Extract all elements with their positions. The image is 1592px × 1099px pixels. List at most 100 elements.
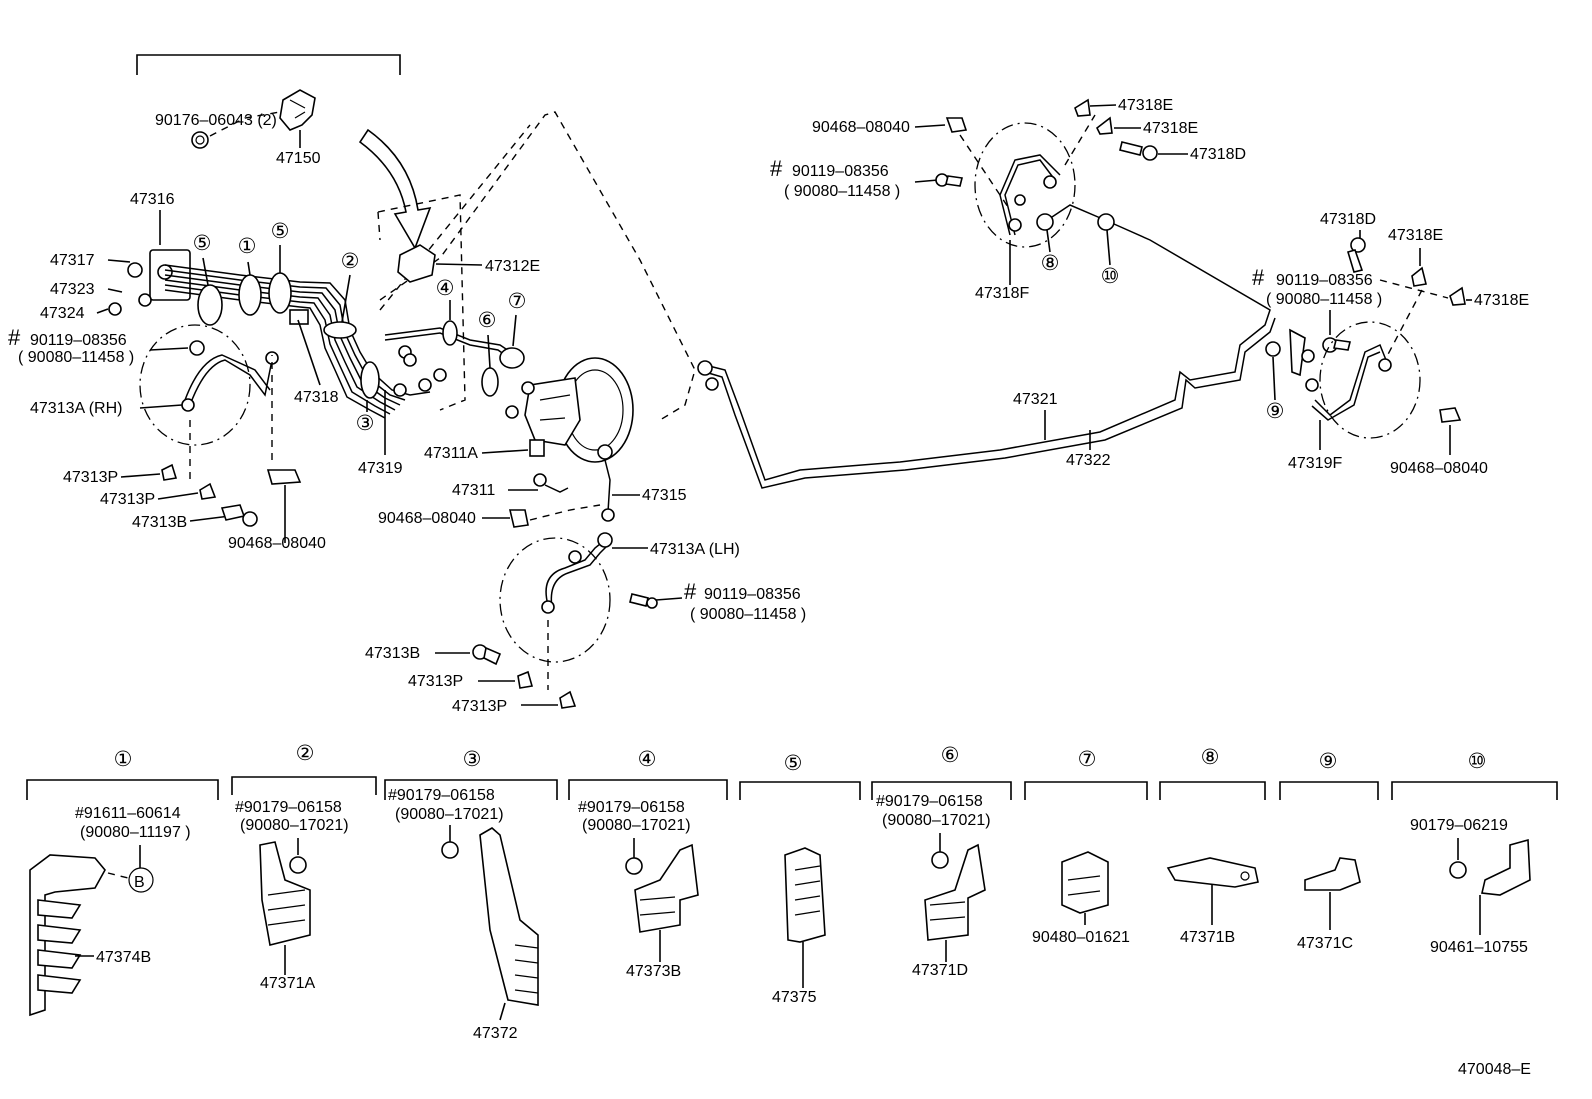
- label-47313P-1: 47313P: [63, 469, 118, 486]
- label-90468-mid: 90468–08040: [378, 510, 476, 527]
- label-47319: 47319: [358, 460, 403, 477]
- combination-valve: [397, 244, 436, 283]
- clamp-catalog: ① #91611–60614 (90080–11197 ) B 47374B ②…: [26, 742, 1558, 1042]
- label-47318E-2: 47318E: [1143, 120, 1198, 137]
- callout-6: ⑥: [478, 309, 497, 332]
- label-47313P-2: 47313P: [100, 491, 155, 508]
- label-47318E-1: 47318E: [1118, 97, 1173, 114]
- label-47316: 47316: [130, 191, 175, 208]
- clamp-4-fastener: #90179–06158: [578, 799, 685, 816]
- clamp-2-alt: (90080–17021): [240, 817, 349, 834]
- label-47313P-4: 47313P: [452, 698, 507, 715]
- label-47313P-3: 47313P: [408, 673, 463, 690]
- callout-7: ⑦: [508, 290, 527, 313]
- label-90080-rh: ( 90080–11458 ): [18, 349, 134, 366]
- clamp-2-part: 47371A: [260, 975, 315, 992]
- clamp-6-part: 47371D: [912, 962, 968, 979]
- hash-mark-rh: #: [8, 325, 21, 350]
- label-47323: 47323: [50, 281, 95, 298]
- direction-arrow: [358, 128, 432, 250]
- clamp-1-alt: (90080–11197 ): [80, 824, 191, 841]
- clamp-2-fastener: #90179–06158: [235, 799, 342, 816]
- clamp-3-part: 47372: [473, 1025, 518, 1042]
- label-90119-tr: 90119–08356: [792, 163, 889, 180]
- label-90080-lh: ( 90080–11458 ): [690, 606, 806, 623]
- clamp-1-ref: B: [134, 874, 145, 891]
- label-90119-lh: 90119–08356: [704, 586, 801, 603]
- label-47319F: 47319F: [1288, 455, 1342, 472]
- clamp-1-fastener: #91611–60614: [75, 805, 181, 822]
- clamp-3-number: ③: [463, 748, 482, 771]
- clamp-5-part: 47375: [772, 989, 817, 1006]
- label-90468-right: 90468–08040: [1390, 460, 1488, 477]
- label-90119-r: 90119–08356: [1276, 272, 1373, 289]
- clamp-8-number: ⑧: [1201, 746, 1220, 769]
- front-lh-brake-group: 47313A (LH) # 90119–08356 ( 90080–11458 …: [365, 532, 806, 715]
- callout-1: ①: [238, 235, 257, 258]
- label-47313A-lh: 47313A (LH): [650, 541, 740, 558]
- label-47324: 47324: [40, 305, 85, 322]
- label-47313B-1: 47313B: [132, 514, 187, 531]
- label-90080-tr: ( 90080–11458 ): [784, 183, 900, 200]
- clamp-5-number: ⑤: [784, 752, 803, 775]
- callout-5a: ⑤: [193, 232, 212, 255]
- label-47318D-1: 47318D: [1190, 146, 1246, 163]
- diagram-id: 470048–E: [1458, 1061, 1531, 1078]
- label-90080-r: ( 90080–11458 ): [1266, 291, 1382, 308]
- clamp-1-number: ①: [114, 748, 133, 771]
- label-47150: 47150: [276, 150, 321, 167]
- label-90468-topright: 90468–08040: [812, 119, 910, 136]
- label-47318F: 47318F: [975, 285, 1029, 302]
- clamp-8-part: 47371B: [1180, 929, 1235, 946]
- clamp-10-fastener: 90179–06219: [1410, 817, 1508, 834]
- label-90176-06043: 90176–06043 (2): [155, 112, 277, 129]
- callout-2: ②: [341, 250, 360, 273]
- rear-right-brake-group: 47318D 47318E # 90119–08356 ( 90080–1145…: [1252, 211, 1529, 477]
- label-90468-left: 90468–08040: [228, 535, 326, 552]
- valve-dashed-outline: [377, 194, 466, 411]
- label-47318: 47318: [294, 389, 339, 406]
- label-47311: 47311: [452, 482, 495, 499]
- hash-mark-lh: #: [684, 579, 697, 604]
- clamp-6-alt: (90080–17021): [882, 812, 991, 829]
- clamp-1-part: 47374B: [96, 949, 151, 966]
- callout-5b: ⑤: [271, 220, 290, 243]
- bracket-group-47150: 90176–06043 (2) 47150: [136, 54, 401, 167]
- label-90119-rh: 90119–08356: [30, 332, 127, 349]
- label-47311A: 47311A: [424, 445, 478, 462]
- rear-brake-line: 47321 47322: [697, 204, 1281, 489]
- clamp-9-part: 47371C: [1297, 935, 1353, 952]
- clamp-7-number: ⑦: [1078, 748, 1097, 771]
- clamp-9-number: ⑨: [1319, 750, 1338, 773]
- diagram-callouts: ⑤ ① ⑤ ② ③ ④ ⑥ ⑦ ⑧ ⑩ ⑨: [193, 220, 1285, 435]
- clamp-6-number: ⑥: [941, 744, 960, 767]
- clamp-7-part: 90480–01621: [1032, 929, 1130, 946]
- clamp-10-number: ⑩: [1468, 750, 1487, 773]
- clamp-6-fastener: #90179–06158: [876, 793, 983, 810]
- label-47313A-rh: 47313A (RH): [30, 400, 123, 417]
- clamp-4-alt: (90080–17021): [582, 817, 691, 834]
- front-tube-bundle: 47318 47319: [164, 245, 525, 477]
- label-47322: 47322: [1066, 452, 1111, 469]
- callout-4: ④: [436, 277, 455, 300]
- clamp-4-part: 47373B: [626, 963, 681, 980]
- rear-upper-brake-group: 90468–08040 # 90119–08356 ( 90080–11458 …: [770, 97, 1246, 302]
- label-47317: 47317: [50, 252, 95, 269]
- label-47313B-2: 47313B: [365, 645, 420, 662]
- label-47321: 47321: [1013, 391, 1058, 408]
- callout-9: ⑨: [1266, 400, 1285, 423]
- label-47318E-3: 47318E: [1388, 227, 1443, 244]
- clamp-3-fastener: #90179–06158: [388, 787, 495, 804]
- clamp-10-part: 90461–10755: [1430, 939, 1528, 956]
- label-47315: 47315: [642, 487, 687, 504]
- clamp-2-number: ②: [296, 742, 315, 765]
- clamp-3-alt: (90080–17021): [395, 806, 504, 823]
- callout-10: ⑩: [1101, 265, 1120, 288]
- front-rh-brake-group: 47316 47317 47323 47324 # 90119–08356 ( …: [8, 191, 326, 552]
- clamp-4-number: ④: [638, 748, 657, 771]
- callout-8: ⑧: [1041, 252, 1060, 275]
- label-47318E-4: 47318E: [1474, 292, 1529, 309]
- callout-3: ③: [356, 412, 375, 435]
- master-cylinder-group: 47311A 47311 90468–08040 47315: [378, 357, 687, 528]
